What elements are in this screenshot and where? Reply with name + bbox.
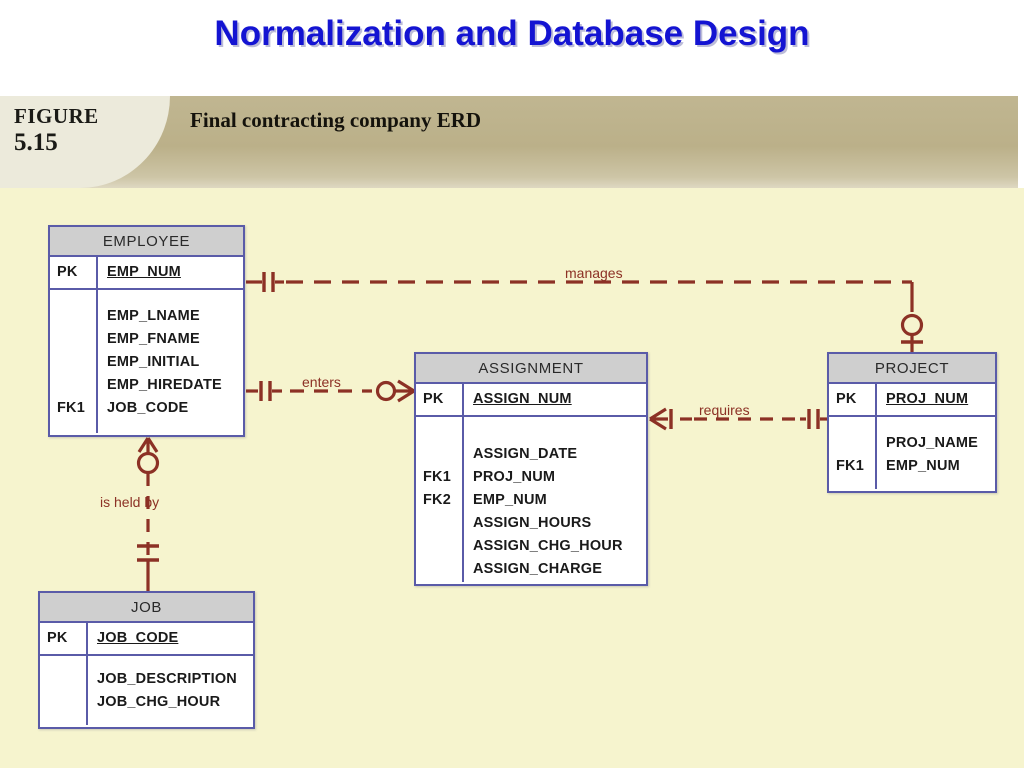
attribute-name: ASSIGN_CHARGE: [473, 561, 603, 577]
entity-job-keycol: [40, 656, 88, 725]
key-flag: [47, 702, 86, 725]
key-flag: FK1: [836, 458, 864, 474]
entity-job-pk-keycol: PK: [40, 623, 88, 654]
relationship-label-requires: requires: [699, 402, 750, 418]
attribute-name: ASSIGN_CHG_HOUR: [473, 538, 623, 554]
figure-caption: Final contracting company ERD: [190, 108, 482, 132]
entity-job-attr-section: JOB_DESCRIPTION JOB_CHG_HOUR: [40, 656, 253, 725]
entity-job-title: JOB: [40, 593, 253, 623]
entity-employee-pk-attrcol: EMP_NUM: [98, 257, 243, 288]
entity-assignment[interactable]: ASSIGNMENT PK ASSIGN_NUM FK1 FK2 ASSIGN_…: [414, 352, 648, 586]
entity-project-pk-keycol: PK: [829, 384, 877, 415]
entity-employee[interactable]: EMPLOYEE PK EMP_NUM FK1 EMP_LNAME EMP_FN…: [48, 225, 245, 437]
attribute-name: JOB_CODE: [107, 400, 189, 416]
attribute-name: ASSIGN_DATE: [473, 446, 578, 462]
key-flag: PK: [836, 391, 857, 407]
key-flag: FK1: [423, 469, 451, 485]
key-flag: [47, 679, 86, 702]
entity-employee-title: EMPLOYEE: [50, 227, 243, 257]
attribute-name: EMP_NUM: [886, 458, 960, 474]
attribute-name: EMP_FNAME: [107, 331, 200, 347]
attribute-name: JOB_CODE: [97, 630, 179, 646]
entity-project-pk-attrcol: PROJ_NUM: [877, 384, 995, 415]
attribute-name: ASSIGN_HOURS: [473, 515, 592, 531]
entity-employee-pk-keycol: PK: [50, 257, 98, 288]
entity-assignment-pk-keycol: PK: [416, 384, 464, 415]
entity-assignment-attrcol: ASSIGN_DATE PROJ_NUM EMP_NUM ASSIGN_HOUR…: [464, 417, 646, 582]
entity-assignment-keycol: FK1 FK2: [416, 417, 464, 582]
figure-header-band: FIGURE 5.15 Final contracting company ER…: [0, 96, 1018, 188]
key-flag: PK: [57, 264, 78, 280]
attribute-name: EMP_LNAME: [107, 308, 200, 324]
key-flag: [57, 351, 96, 374]
entity-job-pk-attrcol: JOB_CODE: [88, 623, 253, 654]
key-flag: [423, 443, 462, 466]
key-flag: [57, 328, 96, 351]
key-flag: [836, 432, 875, 455]
key-flag: [57, 305, 96, 328]
attribute-name: JOB_CHG_HOUR: [97, 693, 221, 710]
entity-assignment-pk-section: PK ASSIGN_NUM: [416, 384, 646, 417]
entity-employee-keycol: FK1: [50, 290, 98, 433]
entity-employee-attrcol: EMP_LNAME EMP_FNAME EMP_INITIAL EMP_HIRE…: [98, 290, 243, 433]
relationship-label-is-held-by: is held by: [100, 494, 160, 510]
attribute-name: PROJ_NUM: [886, 391, 969, 407]
attribute-name: JOB_DESCRIPTION: [97, 670, 237, 687]
key-flag: PK: [47, 630, 68, 646]
entity-employee-attr-section: FK1 EMP_LNAME EMP_FNAME EMP_INITIAL EMP_…: [50, 290, 243, 433]
key-flag: FK1: [57, 400, 85, 416]
entity-assignment-pk-attrcol: ASSIGN_NUM: [464, 384, 646, 415]
attribute-name: EMP_HIREDATE: [107, 377, 222, 393]
entity-project-attr-section: FK1 PROJ_NAME EMP_NUM: [829, 417, 995, 489]
attribute-name: EMP_NUM: [107, 264, 181, 280]
entity-project[interactable]: PROJECT PK PROJ_NUM FK1 PROJ_NAME EMP_NU…: [827, 352, 997, 493]
figure-label: FIGURE: [14, 104, 99, 128]
attribute-name: PROJ_NAME: [886, 435, 979, 451]
entity-project-pk-section: PK PROJ_NUM: [829, 384, 995, 417]
attribute-name: EMP_NUM: [473, 492, 547, 508]
entity-assignment-attr-section: FK1 FK2 ASSIGN_DATE PROJ_NUM EMP_NUM ASS…: [416, 417, 646, 582]
entity-employee-pk-section: PK EMP_NUM: [50, 257, 243, 290]
key-flag: FK2: [423, 492, 451, 508]
entity-job-pk-section: PK JOB_CODE: [40, 623, 253, 656]
attribute-name: ASSIGN_NUM: [473, 391, 572, 407]
entity-job-attrcol: JOB_DESCRIPTION JOB_CHG_HOUR: [88, 656, 253, 725]
figure-number: 5.15: [14, 129, 58, 156]
page-title: Normalization and Database Design: [214, 14, 810, 53]
entity-assignment-title: ASSIGNMENT: [416, 354, 646, 384]
key-flag: PK: [423, 391, 444, 407]
entity-project-title: PROJECT: [829, 354, 995, 384]
relationship-label-manages: manages: [565, 265, 623, 281]
attribute-name: EMP_INITIAL: [107, 354, 200, 370]
key-flag: [57, 374, 96, 397]
entity-job[interactable]: JOB PK JOB_CODE JOB_DESCRIPTION JOB_CHG_…: [38, 591, 255, 729]
relationship-label-enters: enters: [302, 374, 341, 390]
entity-project-attrcol: PROJ_NAME EMP_NUM: [877, 417, 995, 489]
attribute-name: PROJ_NUM: [473, 469, 556, 485]
entity-project-keycol: FK1: [829, 417, 877, 489]
